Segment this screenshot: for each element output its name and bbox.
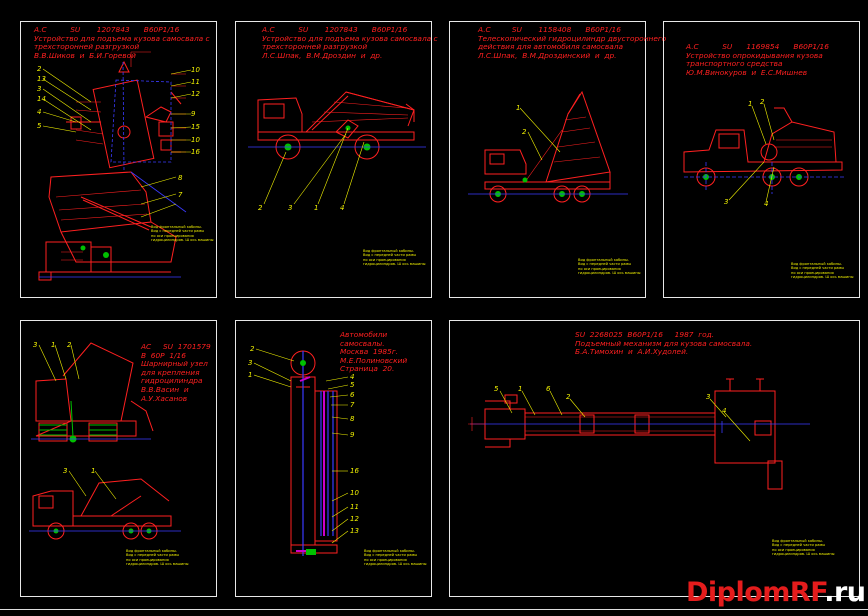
callout-number: 1 xyxy=(314,204,318,212)
panel-1-callouts-left: 2 13 3 14 4 5 xyxy=(37,65,46,130)
panel-3-drawing: 12 xyxy=(468,90,628,203)
panel-3: A.C SU 1158408 B60P1/16 Телескопический … xyxy=(449,21,666,298)
callout-number: 4 xyxy=(350,373,354,381)
callout-number: 5 xyxy=(37,122,42,130)
callout-number: 8 xyxy=(350,415,355,423)
callout-number: 11 xyxy=(191,78,200,86)
callout-number: 15 xyxy=(191,123,200,131)
callout-number: 3 xyxy=(288,204,292,212)
panel-1-caption: A.C SU 1207843 B60P1/16 Устройство для п… xyxy=(34,25,210,60)
panel-5-caption: AC SU 1701579 B 60P 1/16 Шарнирный узел … xyxy=(141,342,211,403)
panel-7-caption: SU 2268025 B60P1/16 1987 год. Подъемный … xyxy=(575,330,753,357)
callout-number: 2 xyxy=(250,345,255,353)
callout-number: 4 xyxy=(37,108,41,116)
callout-number: 5 xyxy=(350,381,355,389)
callout-number: 1 xyxy=(91,467,95,475)
panel-7: SU 2268025 B60P1/16 1987 год. Подъемный … xyxy=(449,320,860,597)
callout-number: 16 xyxy=(350,467,359,475)
callout-number: 2 xyxy=(522,128,527,136)
callout-number: 1 xyxy=(516,104,520,112)
callout-number: 6 xyxy=(546,385,551,393)
panel-3-note: Вид фронтальный кабины. Вид с передней ч… xyxy=(578,258,641,275)
callout-number: 7 xyxy=(350,401,355,409)
watermark-part2: .ru xyxy=(824,577,866,608)
panel-1: A.C SU 1207843 B60P1/16 Устройство для п… xyxy=(20,21,217,298)
callout-number: 2 xyxy=(760,98,765,106)
panel-7-callouts: 5 1 6 2 3 4 xyxy=(494,385,726,415)
panel-4-note: Вид фронтальный кабины. Вид с передней ч… xyxy=(791,262,854,279)
callout-number: 2 xyxy=(566,393,571,401)
callout-number: 10 xyxy=(350,489,359,497)
panel-4: A.C SU 1169854 B60P1/16 Устройство опрок… xyxy=(663,21,860,298)
callout-number: 1 xyxy=(248,371,252,379)
watermark-logo: DiplomRF.ru xyxy=(686,577,866,608)
panel-2-callouts: 2 3 1 4 xyxy=(258,204,344,212)
callout-number: 9 xyxy=(350,431,355,439)
callout-number: 3 xyxy=(248,359,252,367)
callout-number: 3 xyxy=(33,341,37,349)
callout-number: 5 xyxy=(494,385,499,393)
callout-number: 3 xyxy=(37,85,41,93)
panel-1-callouts-right: 10 11 12 9 15 10 16 8 7 xyxy=(178,66,200,199)
panel-6-callouts-left: 2 3 1 xyxy=(248,345,255,379)
callout-number: 16 xyxy=(191,148,200,156)
callout-number: 13 xyxy=(37,75,46,83)
panel-6: Автомобили самосвалы. Москва 1985г. М.Е.… xyxy=(235,320,432,597)
callout-number: 2 xyxy=(67,341,72,349)
callout-number: 3 xyxy=(63,467,67,475)
watermark-part1: DiplomRF xyxy=(686,577,825,608)
callout-number: 9 xyxy=(191,110,196,118)
callout-number: 2 xyxy=(258,204,263,212)
callout-number: 12 xyxy=(350,515,359,523)
panel-5: AC SU 1701579 B 60P 1/16 Шарнирный узел … xyxy=(20,320,217,597)
panel-3-caption: A.C SU 1158408 B60P1/16 Телескопический … xyxy=(478,25,667,60)
callout-number: 2 xyxy=(37,65,42,73)
panel-4-caption: A.C SU 1169854 B60P1/16 Устройство опрок… xyxy=(686,42,829,77)
panel-5-drawing: 3 1 2 3 1 xyxy=(29,341,181,540)
panel-7-drawing: 5 1 6 2 3 4 xyxy=(468,378,810,490)
callout-number: 1 xyxy=(518,385,522,393)
callout-number: 8 xyxy=(178,174,183,182)
callout-number: 4 xyxy=(764,200,768,208)
panel-6-drawing: 2 3 1 45 6 7 8 9 16 10 11 12 13 xyxy=(248,345,359,556)
callout-number: 1 xyxy=(748,100,752,108)
panel-1-note: Вид фронтальный кабины. Вид с передней ч… xyxy=(151,225,214,242)
callout-number: 4 xyxy=(722,407,726,415)
panel-2-drawing: 2 3 1 4 xyxy=(248,91,426,212)
panel-6-caption: Автомобили самосвалы. Москва 1985г. М.Е.… xyxy=(340,330,408,374)
panel-5-callouts: 3 1 2 3 1 xyxy=(33,341,95,475)
callout-number: 4 xyxy=(340,204,344,212)
panel-6-note: Вид фронтальный кабины. Вид с передней ч… xyxy=(364,549,427,566)
panel-7-note: Вид фронтальный кабины. Вид с передней ч… xyxy=(772,539,835,556)
callout-number: 10 xyxy=(191,66,200,74)
callout-number: 14 xyxy=(37,95,46,103)
callout-number: 12 xyxy=(191,90,200,98)
callout-number: 13 xyxy=(350,527,359,535)
callout-number: 1 xyxy=(51,341,55,349)
panel-1-drawing: 2 13 3 14 4 5 10 11 12 9 15 10 16 8 7 xyxy=(37,51,200,281)
panel-2-note: Вид фронтальный кабины. Вид с передней ч… xyxy=(363,249,426,266)
panel-2: A.C SU 1207843 B60P1/16 Устройство для п… xyxy=(235,21,438,298)
callout-number: 11 xyxy=(350,503,359,511)
callout-number: 3 xyxy=(724,198,728,206)
sheet-bottom-line xyxy=(0,609,868,610)
panel-3-callouts: 12 xyxy=(516,104,527,136)
panel-5-note: Вид фронтальный кабины. Вид с передней ч… xyxy=(126,549,189,566)
panel-2-caption: A.C SU 1207843 B60P1/16 Устройство для п… xyxy=(262,25,438,60)
callout-number: 3 xyxy=(706,393,710,401)
callout-number: 7 xyxy=(178,191,183,199)
callout-number: 6 xyxy=(350,391,355,399)
callout-number: 10 xyxy=(191,136,200,144)
panel-6-callouts-right: 45 6 7 8 9 16 10 11 12 13 xyxy=(350,373,359,535)
